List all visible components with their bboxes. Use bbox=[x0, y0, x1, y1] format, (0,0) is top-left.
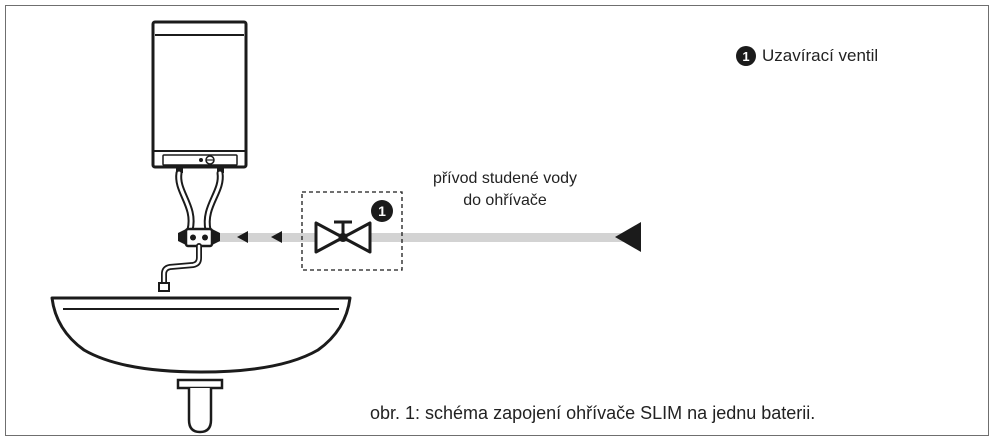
figure-caption: obr. 1: schéma zapojení ohřívače SLIM na… bbox=[370, 403, 816, 423]
inlet-arrow bbox=[615, 222, 641, 252]
valve-highlight-box bbox=[301, 191, 403, 271]
supply-label-line1: přívod studené vody bbox=[432, 170, 578, 187]
flow-arrow bbox=[237, 231, 248, 243]
cold-water-pipe bbox=[215, 233, 640, 242]
siphon-trap bbox=[176, 378, 224, 434]
supply-label: přívod studené vody do ohřívače bbox=[395, 168, 615, 212]
flexible-hoses bbox=[175, 169, 224, 234]
legend-marker: 1 bbox=[736, 46, 756, 66]
washbasin bbox=[50, 296, 352, 374]
diagram-frame bbox=[5, 5, 989, 436]
legend: 1 Uzavírací ventil bbox=[736, 46, 878, 66]
supply-label-line2: do ohřívače bbox=[463, 192, 547, 209]
flow-arrow bbox=[271, 231, 282, 243]
valve-marker-number: 1 bbox=[378, 203, 386, 219]
legend-label: Uzavírací ventil bbox=[762, 46, 879, 65]
water-heater bbox=[151, 20, 248, 173]
valve-marker: 1 bbox=[371, 200, 393, 222]
shutoff-valve-icon bbox=[314, 220, 372, 254]
mixer-tap bbox=[158, 227, 220, 292]
